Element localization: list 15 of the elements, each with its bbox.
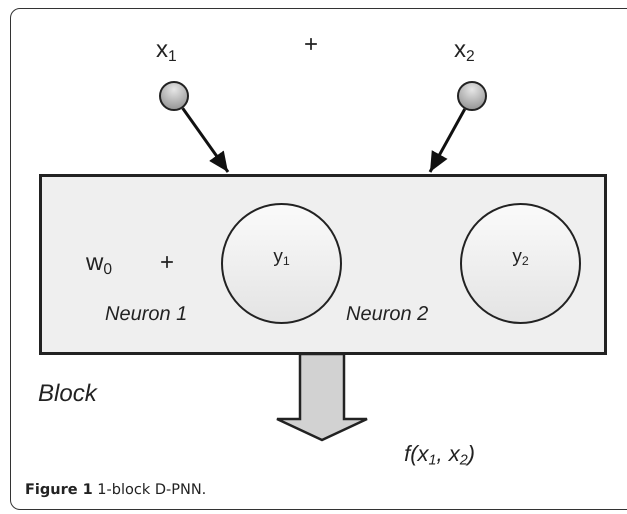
block-title: Block	[38, 381, 97, 408]
output-block-arrow	[276, 352, 368, 442]
formula-term: w$_{0}$	[86, 250, 112, 278]
neuron-output-label: y$_{1}$	[273, 247, 290, 270]
neuron-name-label: Neuron 2	[346, 303, 428, 325]
figure-caption: Figure 1 1-block D-PNN.	[25, 482, 206, 498]
formula-term: +	[160, 250, 174, 276]
input-variable-label: x$_{2}$	[454, 37, 475, 66]
neuron-name-label: Neuron 1	[105, 303, 188, 325]
input-variable-label: x$_{1}$	[156, 37, 177, 66]
formula-term: +	[304, 32, 318, 58]
neuron-output-label: y$_{2}$	[512, 247, 529, 270]
arrow	[428, 108, 466, 173]
arrow	[181, 107, 230, 173]
output-function-label: f(x$_{1}$, x$_{2}$)	[404, 442, 475, 470]
